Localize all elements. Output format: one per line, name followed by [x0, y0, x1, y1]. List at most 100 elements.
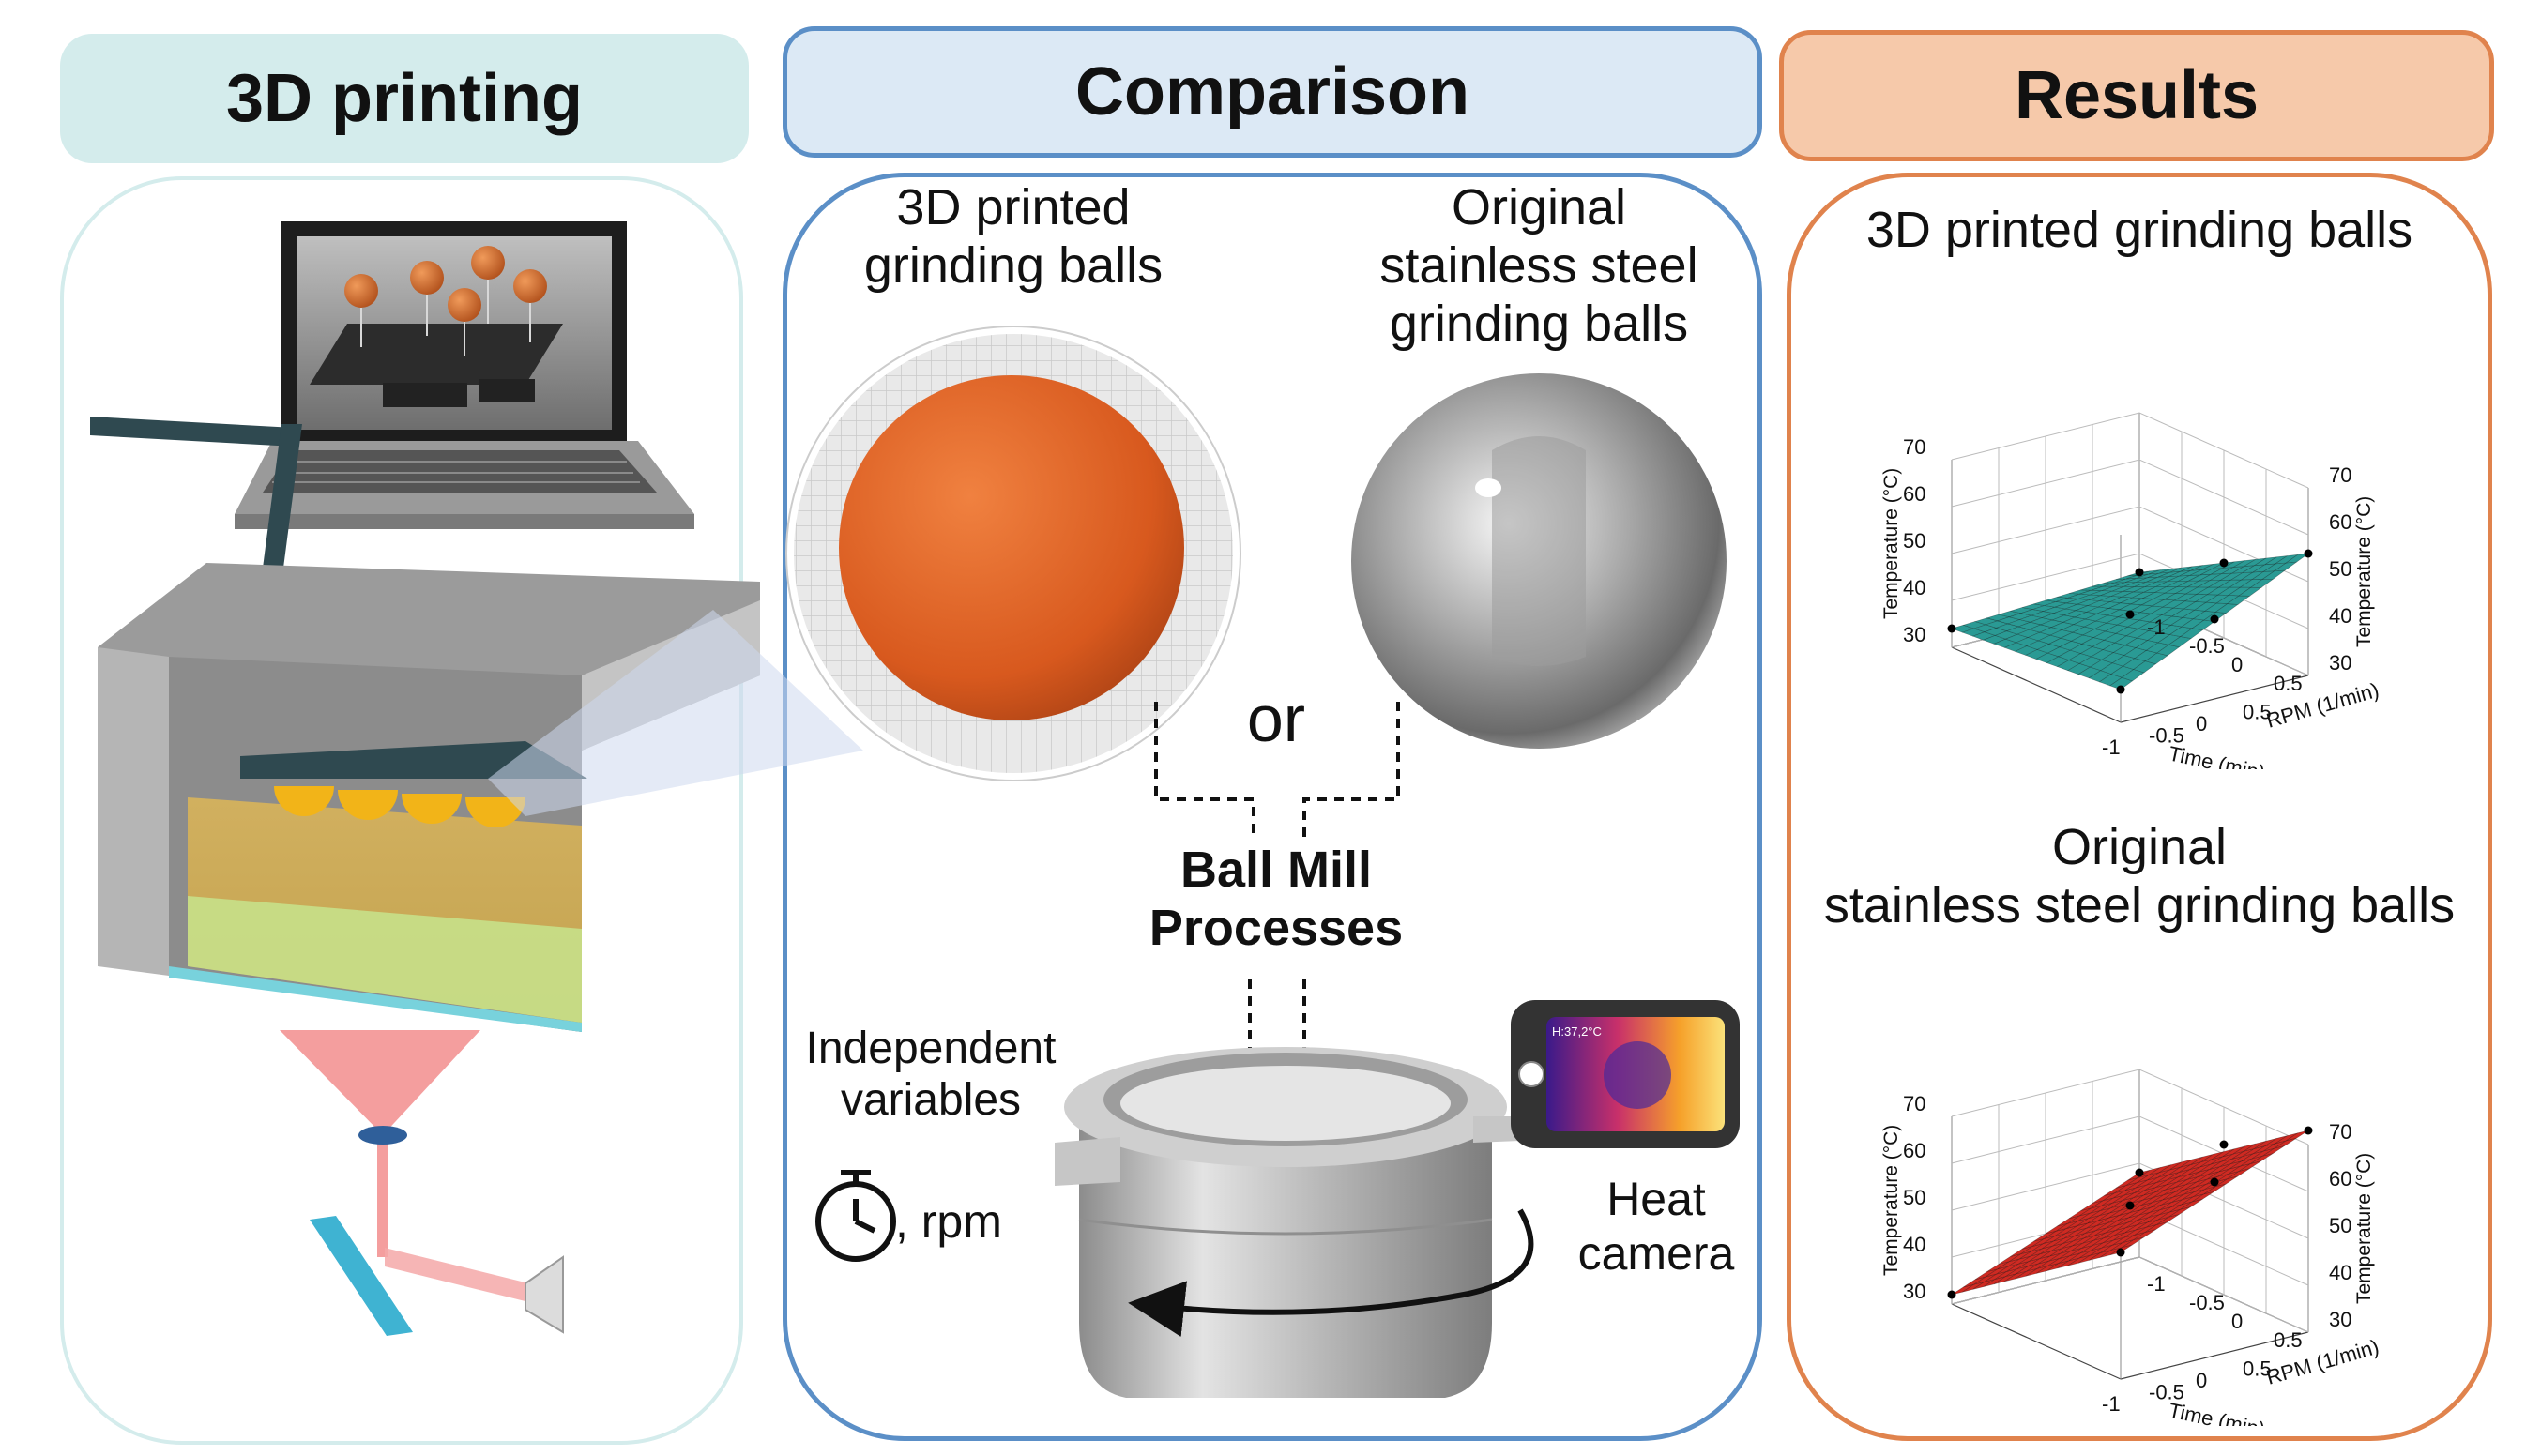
data-point [2125, 1201, 2135, 1210]
header-results-text: Results [2014, 58, 2260, 133]
laser-optics [280, 1030, 564, 1336]
data-point [2135, 568, 2144, 577]
x-tick-label: -1 [2102, 736, 2121, 759]
wall-gridline [1951, 412, 2309, 489]
z-tick-label-left: 70 [1903, 435, 1925, 459]
z-tick-label-right: 40 [2329, 604, 2351, 628]
x-tick-label: -0.5 [2149, 724, 2184, 748]
y-tick-label: -1 [2147, 615, 2166, 639]
y-tick-label: 0 [2231, 653, 2243, 676]
heat-camera: H:37,2°C [1511, 1000, 1740, 1148]
wall-gridline [1951, 553, 2309, 629]
x-tick-label: 0.5 [2243, 1357, 2272, 1381]
data-point [2125, 610, 2135, 619]
data-point [2210, 1177, 2219, 1187]
data-point [2219, 558, 2229, 568]
printed-balls-label: 3D printed grinding balls [826, 178, 1201, 295]
rotation-arrow [1128, 1208, 1534, 1338]
z-tick-label-right: 40 [2329, 1261, 2351, 1284]
ball-mill-label-line1: Ball Mill [1179, 842, 1373, 898]
y-tick-label: -0.5 [2189, 1291, 2225, 1314]
heat-camera-line2: camera [1577, 1226, 1735, 1280]
x-tick-label: -1 [2102, 1392, 2121, 1416]
floor-edge [1951, 1303, 2122, 1380]
z-axis-label-right: Temperature (°C) [2353, 1153, 2375, 1304]
wall-gridline [1951, 459, 2309, 536]
milling-jar [1055, 1047, 1520, 1398]
z-tick-label-right: 60 [2329, 1167, 2351, 1191]
z-tick-label-right: 70 [2329, 1120, 2351, 1144]
y-tick-label: 0.5 [2274, 672, 2303, 695]
printed-results-title: 3D printed grinding balls [1865, 202, 2413, 258]
steel-results-title-line2: stainless steel grinding balls [1823, 877, 2456, 934]
independent-variables-line1: Independent [805, 1024, 1057, 1073]
data-point [2135, 1168, 2144, 1177]
z-tick-label-left: 70 [1903, 1092, 1925, 1115]
x-tick-label: -0.5 [2149, 1381, 2184, 1404]
z-tick-label-right: 30 [2329, 1308, 2351, 1331]
x-tick-label: 0 [2196, 1369, 2207, 1392]
data-point [2304, 1126, 2313, 1135]
z-tick-label-right: 60 [2329, 510, 2351, 534]
steel-results-title-line1: Original [2051, 819, 2228, 875]
z-tick-label-right: 50 [2329, 557, 2351, 581]
x-tick-label: 0.5 [2243, 701, 2272, 724]
wall-gridline [1951, 1162, 2309, 1239]
heat-camera-label: Heat camera [1548, 1173, 1764, 1281]
ball-mill-label: Ball Mill Processes [1088, 841, 1464, 957]
rpm-label: , rpm [895, 1195, 1002, 1248]
wall-gridline [1951, 1069, 2309, 1145]
y-tick-label: 0 [2231, 1310, 2243, 1333]
z-tick-label-left: 30 [1903, 1280, 1925, 1303]
header-results: Results [1779, 30, 2494, 161]
x-axis-label: Time (min) [2167, 1398, 2267, 1426]
zoom-cone [488, 610, 863, 816]
z-tick-label-right: 30 [2329, 651, 2351, 675]
steel-balls-label: Original stainless steel grinding balls [1332, 178, 1745, 353]
z-axis-label-right: Temperature (°C) [2353, 496, 2375, 647]
z-tick-label-left: 60 [1903, 1139, 1925, 1162]
heat-camera-line1: Heat [1606, 1173, 1706, 1225]
printed-balls-label-line2: grinding balls [863, 237, 1164, 295]
header-3d-printing: 3D printing [60, 34, 749, 163]
y-tick-label: -1 [2147, 1272, 2166, 1296]
z-tick-label-left: 50 [1903, 529, 1925, 553]
header-3d-printing-text: 3D printing [226, 61, 583, 136]
independent-variables-label: Independent variables [790, 1023, 1072, 1126]
printed-balls-label-line1: 3D printed [896, 179, 1131, 235]
z-tick-label-left: 40 [1903, 576, 1925, 599]
laptop [235, 221, 694, 529]
dashed-connectors [1154, 702, 1400, 1118]
steel-results-title: Original stainless steel grinding balls [1792, 818, 2487, 934]
data-point [1947, 624, 1956, 633]
z-tick-label-left: 30 [1903, 623, 1925, 646]
data-point [1947, 1290, 1956, 1299]
independent-variables-line2: variables [840, 1075, 1022, 1126]
floor-edge [2120, 1331, 2309, 1380]
y-tick-label: 0.5 [2274, 1328, 2303, 1352]
x-tick-label: 0 [2196, 712, 2207, 736]
z-axis-label-left: Temperature (°C) [1880, 1125, 1902, 1276]
steel-ball-photo [1351, 373, 1727, 749]
x-axis-label: Time (min) [2167, 741, 2267, 769]
data-point [2116, 1248, 2125, 1257]
floor-edge [1951, 646, 2122, 723]
z-tick-label-left: 50 [1903, 1186, 1925, 1209]
data-point [2116, 685, 2125, 694]
wall-gridline [1951, 1256, 2309, 1333]
printed-ball-photo [785, 326, 1241, 781]
data-point [2219, 1140, 2229, 1149]
or-label: or [1246, 682, 1306, 755]
steel-balls-label-line1: Original [1451, 179, 1627, 235]
wall-gridline [1951, 506, 2309, 583]
z-tick-label-left: 40 [1903, 1233, 1925, 1256]
y-tick-label: -0.5 [2189, 634, 2225, 658]
header-comparison-text: Comparison [1074, 54, 1470, 129]
camera-readout: H:37,2°C [1552, 1024, 1602, 1039]
steel-balls-label-line3: grinding balls [1389, 296, 1689, 353]
floor-edge [2120, 675, 2309, 723]
